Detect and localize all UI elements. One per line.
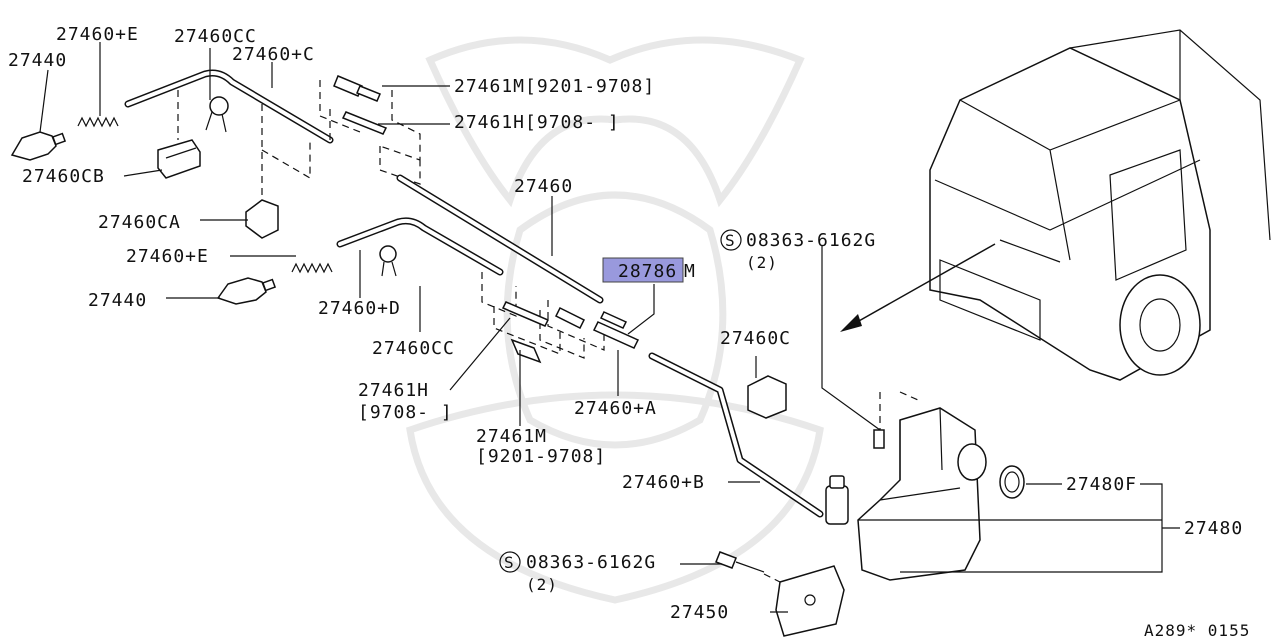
label-27460ca: 27460CA [98,212,181,233]
nozzle-mid [216,277,267,305]
label-bolt-top-qty: (2) [746,253,778,272]
label-27460e-mid: 27460+E [126,246,209,267]
label-27460e-top: 27460+E [56,24,139,45]
connector-28786m [592,321,640,349]
label-27460b: 27460+B [622,472,705,493]
truck-illustration [929,29,1271,381]
label-27480: 27480 [1184,518,1243,539]
label-27460: 27460 [514,176,573,197]
label-bolt-bottom-qty: (2) [526,575,558,594]
leader-lines [39,42,1180,613]
tank-assembly [715,391,1025,637]
label-bolt-top: 08363-6162G [746,230,876,251]
check-valve-m-mid [510,338,542,364]
label-27460cc-top: 27460CC [174,26,257,47]
label-27460a: 27460+A [574,398,657,419]
screw-symbol-top [720,229,742,251]
nozzle-top [10,131,57,161]
clip-cc-top [209,96,229,116]
washer-pump [825,485,849,525]
spring-top [77,116,119,128]
check-valve-m-top [333,75,363,97]
bolt-bottom [715,551,737,569]
filler-seal-27480f [999,465,1025,499]
clip-cc-mid [379,245,397,263]
check-valve-h-mid [501,301,550,327]
label-27460cb: 27460CB [22,166,105,187]
label-28786m-suffix: M [684,261,696,282]
clip-cb [157,139,201,179]
label-27461h-mid: 27461H [358,380,429,401]
part-labels: 27460+E 27440 27460CC 27460+C 27461M[920… [8,24,1250,639]
label-27460cc-mid: 27460CC [372,338,455,359]
hose-mid [336,217,504,276]
clip-ca [245,199,279,239]
label-27460d: 27460+D [318,298,401,319]
label-27461h-top: 27461H[9708- ] [454,112,620,133]
label-27461h-mid-range: [9708- ] [358,402,453,423]
label-27461m-mid: 27461M [476,426,547,447]
label-27450: 27450 [670,602,729,623]
label-27440-top: 27440 [8,50,67,71]
watermark-emblem [406,36,824,604]
label-28786m-highlight: 28786 [618,261,677,282]
label-bolt-bottom: 08363-6162G [526,552,656,573]
pointer-arrow [849,243,996,327]
screw-symbol-bottom-letter: S [504,553,515,572]
nozzle-top-tip [51,132,67,146]
label-27480f: 27480F [1066,474,1137,495]
label-27440-mid: 27440 [88,290,147,311]
middle-assembly [216,217,824,518]
bolt-top [873,429,885,449]
bracket-27450 [775,565,845,637]
label-27461m-top: 27461M[9201-9708] [454,76,655,97]
hose-top [124,69,334,144]
clip-c-right [747,375,787,419]
pointer-arrow-head [840,314,862,332]
tank-filler-neck [957,443,987,481]
footer-diagram-code: A289* 0155 [1144,621,1250,639]
label-27460c-top: 27460+C [232,44,315,65]
highlight-box-28786m [602,257,684,283]
screw-symbol-bottom [499,551,521,573]
label-27461m-mid-range: [9201-9708] [476,446,606,467]
check-valve-h-top [341,111,388,135]
screw-symbol-top-letter: S [725,231,736,250]
label-27460c-right: 27460C [720,328,791,349]
top-assembly [10,69,604,304]
spring-mid [291,262,333,274]
